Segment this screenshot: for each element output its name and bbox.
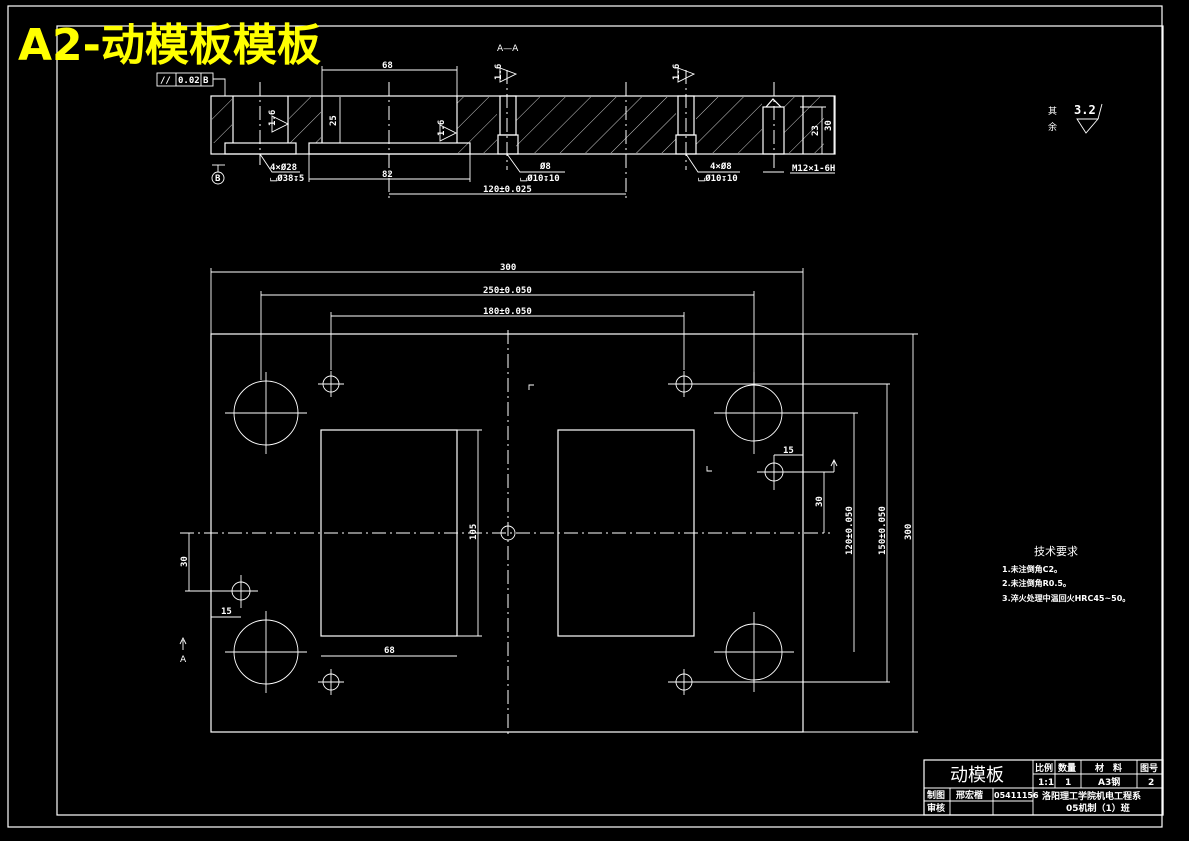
material-value: A3钢 <box>1098 776 1120 788</box>
callout-8: Ø8 <box>539 161 551 172</box>
school-name: 洛阳理工学院机电工程系 <box>1042 790 1141 802</box>
svg-text:比例: 比例 <box>1035 762 1053 774</box>
svg-text:0.02: 0.02 <box>178 76 200 86</box>
dim-15-right: 15 <box>783 446 794 456</box>
roughness-symbol: 1.6 <box>268 110 290 133</box>
roughness-symbol: 1.6 <box>437 120 458 142</box>
dim-30-right: 30 <box>815 496 825 507</box>
pocket-right <box>557 429 695 637</box>
svg-text:1.6: 1.6 <box>437 120 447 136</box>
tech-heading: 技术要求 <box>1034 545 1078 558</box>
callout-cbore-10: ⌴Ø10↧10 <box>520 173 560 184</box>
svg-text:图号: 图号 <box>1140 763 1158 774</box>
svg-text:1.6: 1.6 <box>672 64 682 80</box>
scale-value: 1:1 <box>1038 778 1054 788</box>
svg-text:B: B <box>215 174 221 184</box>
svg-text:其: 其 <box>1048 106 1057 117</box>
general-roughness: 其 余 3.2 <box>1048 103 1103 134</box>
dim-15-left: 15 <box>221 607 232 617</box>
drawn-by: 邢宏楷 <box>956 789 983 801</box>
roughness-symbol: 1.6 <box>672 64 696 83</box>
svg-text:1.6: 1.6 <box>268 110 278 126</box>
section-label: A—A <box>497 44 519 54</box>
svg-text:审核: 审核 <box>927 802 945 814</box>
svg-text:3.2: 3.2 <box>1074 103 1096 117</box>
part-name: 动模板 <box>950 765 1004 786</box>
dim-150: 150±0.050 <box>878 506 888 555</box>
dim-30: 30 <box>824 120 834 131</box>
tech-requirements: 技术要求 1.未注倒角C2。 2.未注倒角R0.5。 3.淬火处理中温回火HRC… <box>1002 545 1130 603</box>
dim-120-section: 120±0.025 <box>483 185 532 195</box>
svg-text:B: B <box>203 76 209 86</box>
tech-item: 1.未注倒角C2。 <box>1002 564 1062 574</box>
inner-border <box>56 25 1164 816</box>
center-hole <box>500 525 516 541</box>
callout-cbore-38: ⌴Ø38↧5 <box>270 173 304 184</box>
svg-text://: // <box>160 76 171 86</box>
plan-view: 300 250±0.050 180±0.050 300 150±0.050 12… <box>179 263 918 735</box>
drawing-number: 2 <box>1148 778 1154 788</box>
datum-b-symbol <box>211 171 225 185</box>
dim-300-width: 300 <box>500 263 516 273</box>
section-marker: A <box>180 655 187 665</box>
section-view: A—A <box>156 44 836 200</box>
dim-180: 180±0.050 <box>483 307 532 317</box>
outer-border <box>7 5 1163 828</box>
tech-item: 3.淬火处理中温回火HRC45~50。 <box>1002 593 1130 603</box>
svg-text:余: 余 <box>1048 121 1057 133</box>
quantity-value: 1 <box>1065 778 1071 788</box>
svg-text:数量: 数量 <box>1058 762 1076 774</box>
dim-300-height: 300 <box>904 524 914 540</box>
dim-68-plan: 68 <box>384 646 395 656</box>
drawing-title: A2-动模板模板 <box>18 20 321 71</box>
dim-120-plan: 120±0.050 <box>845 506 855 555</box>
dim-105: 105 <box>469 524 479 540</box>
dim-82: 82 <box>382 170 393 180</box>
svg-text:1.6: 1.6 <box>494 64 504 80</box>
pocket-left <box>320 429 458 637</box>
tech-item: 2.未注倒角R0.5。 <box>1002 578 1071 588</box>
dim-68-top: 68 <box>382 61 393 71</box>
dim-23: 23 <box>811 125 821 136</box>
class-name: 05机制（1）班 <box>1066 802 1130 814</box>
callout-4x8: 4×Ø8 <box>710 161 732 172</box>
svg-text:制图: 制图 <box>927 789 945 801</box>
thread-callout: M12×1-6H <box>792 164 835 174</box>
dim-250: 250±0.050 <box>483 286 532 296</box>
dim-25: 25 <box>329 115 339 126</box>
plate-section-outline <box>210 95 836 155</box>
callout-4x28: 4×Ø28 <box>270 162 297 173</box>
roughness-symbol: 1.6 <box>494 64 518 83</box>
svg-text:材 料: 材 料 <box>1094 762 1122 774</box>
callout-cbore-10b: ⌴Ø10↧10 <box>698 173 738 184</box>
tolerance-frame <box>156 72 214 87</box>
dim-30-left: 30 <box>180 556 190 567</box>
student-id: 05411156 <box>994 791 1039 800</box>
title-block: 动模板 比例 数量 材 料 图号 1:1 1 A3钢 2 制图 邢宏楷 0541… <box>923 759 1164 816</box>
